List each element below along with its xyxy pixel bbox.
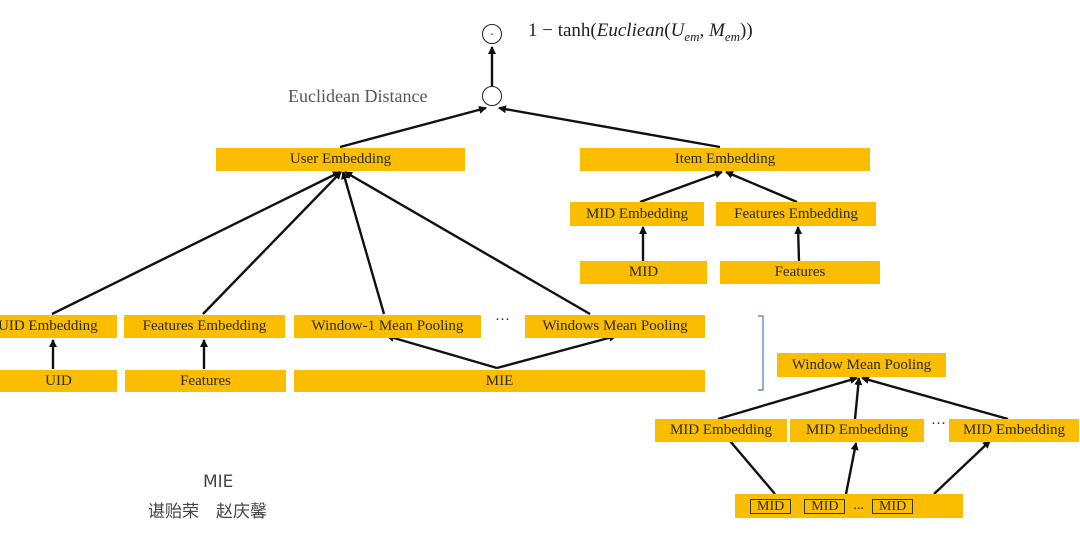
edge-user-to-distance — [339, 105, 487, 149]
formula-m: M — [709, 20, 725, 41]
uid-box: UID — [0, 370, 117, 392]
mid-token-2: MID — [804, 498, 846, 514]
output-node: - — [482, 24, 502, 44]
formula-m-sub: em — [724, 28, 741, 44]
edge-feat-emb-to-item — [725, 170, 798, 204]
formula: 1 − tanh(Eucliean(Uem, Mem)) — [528, 20, 753, 44]
mids-ellipsis: ... — [853, 498, 864, 513]
caption-title: MIE — [203, 472, 234, 492]
edge-windows-to-user — [344, 170, 591, 316]
detail-mid-embedding-2: MID Embedding — [790, 419, 924, 442]
formula-u-sub: em — [684, 28, 700, 44]
edge-item-to-distance — [498, 105, 721, 149]
edge-mid-emb3-to-window — [861, 376, 1009, 421]
window-mean-pooling-box: Window Mean Pooling — [777, 353, 946, 377]
uid-embedding-label: UID Embedding — [0, 318, 98, 334]
mid-token-1: MID — [750, 498, 792, 514]
edge-mid-emb1-to-window — [717, 376, 858, 421]
edge-mie-to-window1 — [386, 334, 498, 370]
detail-mid-embedding-1: MID Embedding — [655, 419, 787, 442]
item-mid-embedding-box: MID Embedding — [570, 202, 704, 226]
mid-token-3: MID — [871, 498, 914, 514]
mid-sequence-box: MID MID ... MID — [735, 494, 963, 518]
item-features-box: Features — [720, 261, 880, 284]
user-features-box: Features — [125, 370, 286, 392]
edge-mid-emb2-to-window — [853, 377, 863, 420]
caption-authors: 谌贻荣 赵庆馨 — [148, 502, 267, 522]
item-features-embedding-box: Features Embedding — [716, 202, 876, 226]
detail-mid-embedding-3: MID Embedding — [949, 419, 1079, 442]
mid-embeddings-ellipsis: ··· — [931, 416, 946, 432]
pooling-ellipsis: ··· — [495, 312, 510, 328]
edge-feat-emb-to-user — [202, 171, 342, 315]
formula-func: Eucliean — [596, 20, 665, 41]
item-mid-box: MID — [580, 261, 707, 284]
mie-box: MIE — [294, 370, 705, 392]
distance-label: Euclidean Distance — [288, 86, 428, 106]
formula-tail: )) — [740, 20, 753, 41]
formula-lead: 1 − tanh( — [528, 20, 597, 41]
formula-u: U — [670, 20, 685, 41]
window1-mean-pooling-box: Window-1 Mean Pooling — [294, 315, 481, 338]
bracket — [758, 315, 764, 391]
edge-mid2-to-mid-emb2 — [844, 442, 859, 495]
uid-embedding-box: UID Embedding — [0, 315, 117, 338]
distance-node — [482, 86, 502, 106]
edge-uid-emb-to-user — [51, 170, 341, 316]
user-features-embedding-box: Features Embedding — [124, 315, 285, 338]
edge-window1-to-user — [341, 171, 386, 315]
edge-mie-to-windows — [496, 333, 617, 370]
edge-mid-emb-to-item — [639, 170, 723, 204]
output-node-symbol: - — [490, 28, 494, 40]
windows-mean-pooling-box: Windows Mean Pooling — [525, 315, 705, 338]
item-embedding-box: Item Embedding — [580, 148, 870, 171]
edge-mid3-to-mid-emb3 — [933, 440, 991, 495]
user-embedding-box: User Embedding — [216, 148, 465, 171]
edge-features-to-feat-emb-item — [794, 226, 803, 262]
edge-mid1-to-mid-emb1 — [729, 440, 776, 495]
